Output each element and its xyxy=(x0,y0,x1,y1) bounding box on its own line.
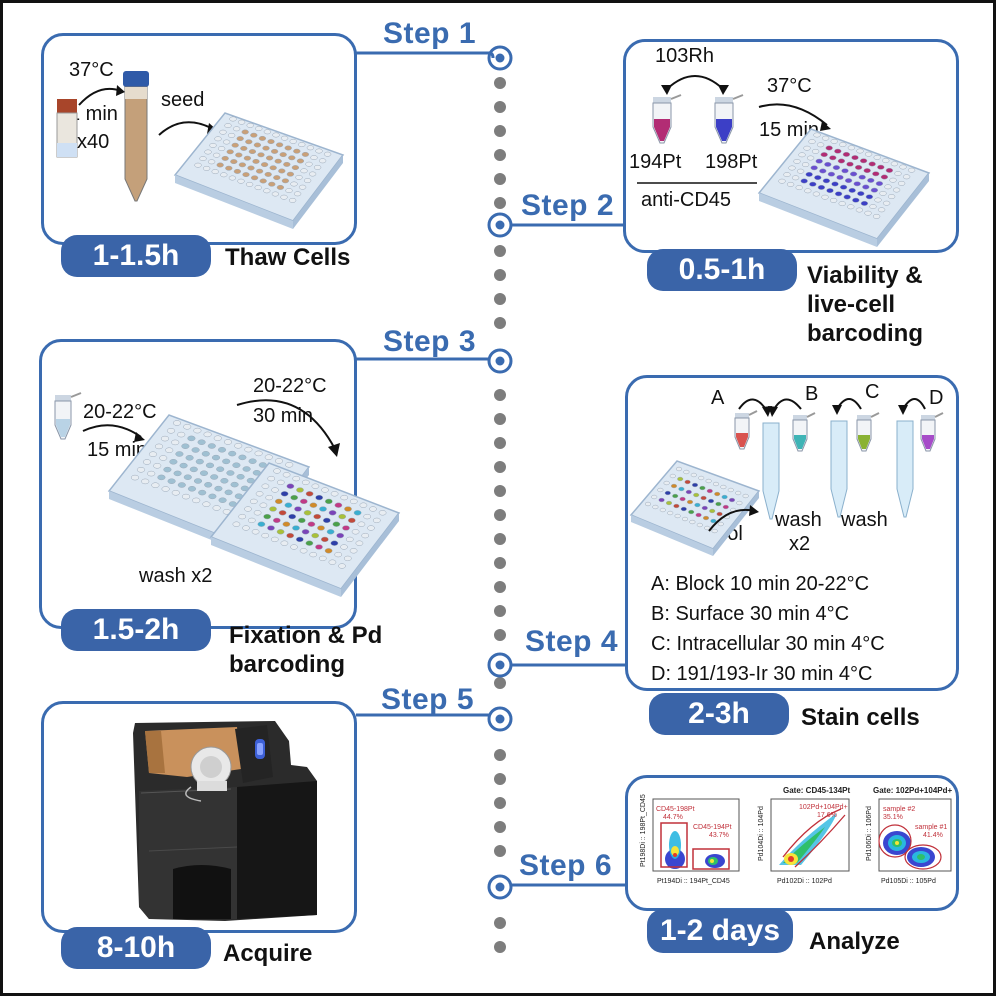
plot-2-xlabel: Pd102Di :: 102Pd xyxy=(777,878,832,885)
step-4-caption: Stain cells xyxy=(801,704,920,731)
stain-a-label: A xyxy=(711,387,725,409)
thaw-illustration xyxy=(56,71,345,229)
fix-time-2-label: 30 min xyxy=(253,405,314,427)
plot-2-title: Gate: CD45-134Pt xyxy=(783,786,850,795)
step-2-label: Step 2 xyxy=(521,189,615,222)
step-2-caption-line-3: barcoding xyxy=(807,320,924,347)
legend-a: A: Block 10 min 20-22°C xyxy=(651,573,870,595)
plot-2: Gate: CD45-134Pt 102Pd+104Pd+ 17.6% Pd10… xyxy=(758,786,850,885)
plot-1-gate-1-name: CD45-198Pt xyxy=(656,806,695,813)
fixation-illustration xyxy=(54,392,401,597)
step-5-caption: Acquire xyxy=(223,940,313,967)
fix-wash-label: wash x2 xyxy=(139,565,213,587)
thaw-time-label: 1 min xyxy=(69,103,118,125)
plot-3-gate-1-name: sample #2 xyxy=(883,806,915,813)
plot-3-title: Gate: 102Pd+104Pd+ xyxy=(873,786,952,795)
step-4-duration: 2-3h xyxy=(649,693,789,735)
anti-cd45-label: anti-CD45 xyxy=(641,189,732,211)
step-2-panel xyxy=(623,39,959,253)
thaw-temp-label: 37°C xyxy=(69,59,114,81)
plot-1-ylabel: Pt198Di :: 198Pt_CD45 xyxy=(640,794,647,867)
step-3-caption-line-1: Fixation & Pd xyxy=(229,622,383,649)
step-6-label: Step 6 xyxy=(519,849,613,882)
step-2-caption: Viability & live-cell barcoding xyxy=(807,261,923,348)
plot-1-gate-2-name: CD45-194Pt xyxy=(693,824,732,831)
step-4-label: Step 4 xyxy=(525,625,619,658)
cytometer-icon xyxy=(133,721,317,921)
stain-c-label: C xyxy=(865,381,880,403)
plot-1-xlabel: Pt194Di :: 194Pt_CD45 xyxy=(657,878,730,885)
fix-temp-1-label: 20-22°C xyxy=(83,401,157,423)
step-3-caption: Fixation & Pd barcoding xyxy=(229,621,382,679)
seed-label: seed xyxy=(161,89,205,111)
step-3-label: Step 3 xyxy=(383,325,477,358)
viability-temp-label: 37°C xyxy=(767,75,812,97)
plot-2-ylabel: Pd104Di :: 104Pd xyxy=(758,806,765,861)
step-1-duration: 1-1.5h xyxy=(61,235,211,277)
viability-time-label: 15 min xyxy=(759,119,820,141)
step-3-duration: 1.5-2h xyxy=(61,609,211,651)
wash-label-2: wash xyxy=(841,509,888,531)
viability-illustration xyxy=(637,75,931,247)
plot-3-gate-2-name: sample #1 xyxy=(915,824,947,831)
thaw-reps-label: x40 xyxy=(77,131,110,153)
timeline xyxy=(356,45,625,953)
step-5-duration: 8-10h xyxy=(61,927,211,969)
plot-1-gate-2-pct: 43.7% xyxy=(709,832,729,839)
stain-illustration xyxy=(629,398,944,556)
legend-d: D: 191/193-Ir 30 min 4°C xyxy=(651,663,873,685)
plot-3-ylabel: Pd106Di :: 106Pd xyxy=(866,806,873,861)
plot-3: Gate: 102Pd+104Pd+ sample #2 35.1% sampl… xyxy=(866,786,952,885)
legend-b: B: Surface 30 min 4°C xyxy=(651,603,850,625)
legend-c: C: Intracellular 30 min 4°C xyxy=(651,633,885,655)
stain-legend: A: Block 10 min 20-22°C B: Surface 30 mi… xyxy=(651,569,885,689)
step-2-caption-line-1: Viability & xyxy=(807,262,923,289)
step-6-duration: 1-2 days xyxy=(647,909,793,953)
fix-time-1-label: 15 min xyxy=(87,439,148,461)
stain-d-label: D xyxy=(929,387,944,409)
plot-3-xlabel: Pd105Di :: 105Pd xyxy=(881,878,936,885)
plot-1: CD45-198Pt 44.7% CD45-194Pt 43.7% Pt194D… xyxy=(640,794,740,885)
step-1-caption: Thaw Cells xyxy=(225,244,351,271)
plot-1-gate-1-pct: 44.7% xyxy=(663,814,683,821)
step-2-caption-line-2: live-cell xyxy=(807,291,896,318)
step-5-label: Step 5 xyxy=(381,683,475,716)
plot-3-gate-1-pct: 35.1% xyxy=(883,814,903,821)
stain-b-label: B xyxy=(805,383,819,405)
analysis-plots: CD45-198Pt 44.7% CD45-194Pt 43.7% Pt194D… xyxy=(640,786,952,885)
plot-2-gate-pct: 17.6% xyxy=(817,812,837,819)
wash-x2-label-1: wash xyxy=(775,509,822,531)
rhodium-label: 103Rh xyxy=(655,45,714,67)
step-6-caption: Analyze xyxy=(809,928,900,955)
plot-3-gate-2-pct: 41.4% xyxy=(923,832,943,839)
step-3-caption-line-2: barcoding xyxy=(229,651,346,678)
fix-temp-2-label: 20-22°C xyxy=(253,375,327,397)
step-2-duration: 0.5-1h xyxy=(647,249,797,291)
plot-2-gate-name: 102Pd+104Pd+ xyxy=(799,804,848,811)
step-1-label: Step 1 xyxy=(383,17,477,50)
pt194-label: 194Pt xyxy=(629,151,682,173)
wash-x2-label-2: x2 xyxy=(789,533,811,555)
pt198-label: 198Pt xyxy=(705,151,758,173)
